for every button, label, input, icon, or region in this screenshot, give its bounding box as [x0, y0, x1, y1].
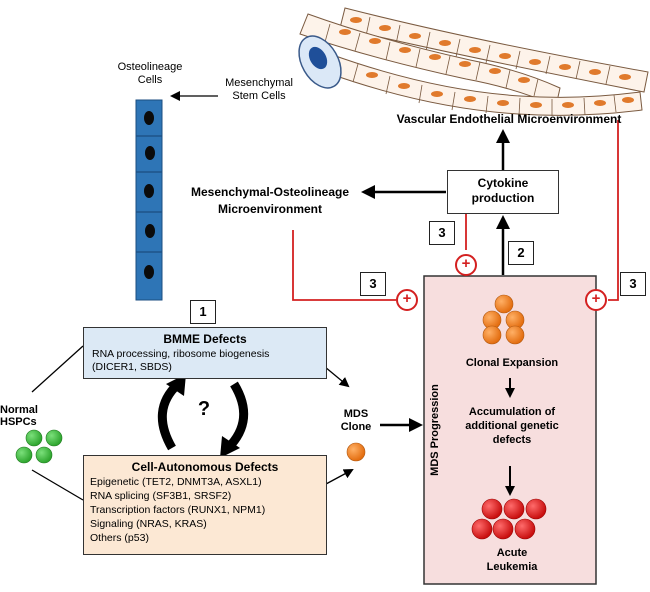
vascular-microenvironment-label: Vascular Endothelial Microenvironment — [396, 112, 622, 126]
step-number-3-left: 3 — [360, 272, 386, 296]
cell-autonomous-line-1: Epigenetic (TET2, DNMT3A, ASXL1) — [90, 476, 262, 488]
positive-feedback-lines — [292, 120, 619, 301]
curved-arrow-right — [224, 381, 249, 452]
osteolineage-cells-label: Osteolineage Cells — [117, 61, 183, 86]
acute-leukemia-label: Acute Leukemia — [486, 547, 538, 573]
mds-progression-label: MDS Progression — [429, 384, 441, 476]
vessel-cross-section — [298, 35, 342, 89]
line-hspc-to-bmme — [31, 345, 84, 393]
blood-vessel-bottom — [324, 53, 643, 116]
mesenchymal-osteolineage-label: Mesenchymal-Osteolineage Microenvironmen… — [190, 185, 350, 216]
question-mark: ? — [197, 398, 211, 420]
cell-autonomous-defects-box: Cell-Autonomous Defects Epigenetic (TET2… — [83, 455, 327, 555]
step-number-2: 2 — [508, 241, 534, 265]
blood-vessel-lower — [299, 13, 561, 107]
accumulation-label: Accumulation of additional genetic defec… — [465, 406, 559, 446]
plus-circles — [396, 254, 607, 311]
mds-clone-label: MDS Clone — [340, 408, 372, 433]
plus-sign-right: + — [591, 290, 601, 307]
clonal-expansion-cells — [482, 294, 525, 345]
step-number-1: 1 — [190, 300, 216, 324]
cell-autonomous-line-5: Others (p53) — [90, 532, 149, 544]
line-hspc-to-cellauto — [31, 469, 84, 501]
bmme-defects-title: BMME Defects — [163, 332, 247, 346]
mds-clone-cell — [346, 442, 366, 462]
leukemia-cells — [471, 498, 547, 540]
clonal-expansion-label: Clonal Expansion — [465, 357, 559, 369]
cell-autonomous-title: Cell-Autonomous Defects — [131, 460, 279, 474]
cytokine-production-label: Cytokine production — [471, 176, 535, 205]
bmme-defects-line-1: RNA processing, ribosome biogenesis — [92, 348, 270, 360]
blood-vessel-upper — [339, 7, 649, 93]
cell-autonomous-line-4: Signaling (NRAS, KRAS) — [90, 518, 207, 530]
cell-autonomous-line-2: RNA splicing (SF3B1, SRSF2) — [90, 490, 232, 502]
curved-arrow-left — [157, 380, 182, 451]
cytokine-production-box: Cytokine production — [447, 170, 559, 214]
normal-hspc-cells — [15, 429, 63, 464]
plus-sign-left: + — [402, 290, 412, 307]
step-number-3-middle: 3 — [429, 221, 455, 245]
step-number-3-right: 3 — [620, 272, 646, 296]
osteolineage-cell-column — [135, 99, 163, 301]
cell-autonomous-line-3: Transcription factors (RUNX1, NPM1) — [90, 504, 266, 516]
plus-sign-middle: + — [461, 255, 471, 272]
bmme-defects-line-2: (DICER1, SBDS) — [92, 361, 172, 373]
bmme-defects-box: BMME Defects RNA processing, ribosome bi… — [83, 327, 327, 379]
mesenchymal-stem-cells-label: Mesenchymal Stem Cells — [225, 77, 293, 102]
normal-hspcs-label: Normal HSPCs — [0, 404, 38, 428]
